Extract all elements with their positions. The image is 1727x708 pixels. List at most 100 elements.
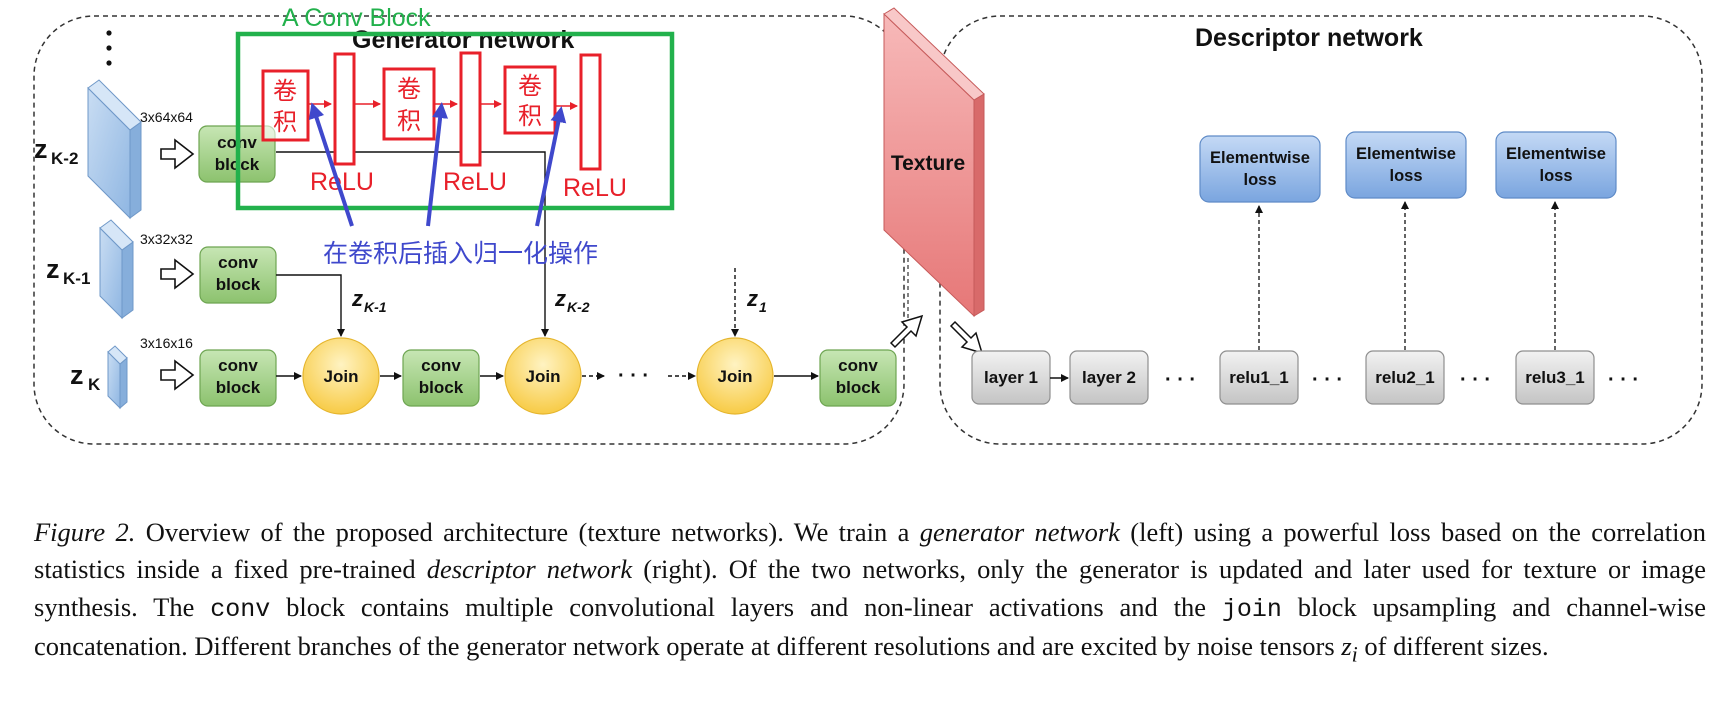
svg-text:z: z	[746, 286, 758, 311]
svg-text:卷: 卷	[518, 73, 542, 100]
svg-text:积: 积	[273, 109, 297, 136]
input-arrow-k	[160, 359, 195, 391]
architecture-diagram: Generator network Descriptor network z K…	[33, 4, 1703, 445]
svg-text:relu3_1: relu3_1	[1525, 368, 1585, 387]
annotation-conv-block-title: A Conv Block	[282, 4, 431, 32]
svg-text:Texture: Texture	[891, 152, 965, 175]
input-arrow-k-1	[160, 258, 195, 290]
skip-label-k-2: z K-2	[554, 286, 590, 315]
descriptor-title: Descriptor network	[1195, 24, 1423, 52]
conv-block-k: conv block	[199, 349, 277, 407]
svg-text:K-2: K-2	[567, 299, 590, 315]
svg-text:relu1_1: relu1_1	[1229, 368, 1289, 387]
annotation-conv-layer-3: 卷 积	[503, 65, 557, 135]
svg-text:z: z	[34, 134, 48, 164]
skip-label-z1: z 1	[746, 286, 767, 315]
texture-slab: Texture	[883, 7, 985, 318]
descriptor-ellipsis-2: · · ·	[1312, 369, 1343, 391]
svg-text:Join: Join	[718, 367, 753, 386]
size-label-64: 3x64x64	[140, 109, 193, 125]
svg-text:relu2_1: relu2_1	[1375, 368, 1435, 387]
svg-text:conv: conv	[421, 356, 461, 375]
join-node-3: Join	[696, 337, 774, 415]
input-arrow-k-2	[160, 138, 195, 170]
svg-text:z: z	[554, 286, 566, 311]
loss-box-1: Elementwise loss	[1199, 135, 1321, 203]
svg-text:conv: conv	[218, 253, 258, 272]
svg-text:conv: conv	[838, 356, 878, 375]
svg-text:卷: 卷	[273, 78, 297, 105]
layer-box-relu1: relu1_1	[1219, 350, 1299, 405]
noise-label-k-2: z K-2	[34, 134, 78, 168]
svg-text:z: z	[70, 360, 84, 390]
figure-caption: Figure 2. Overview of the proposed archi…	[34, 516, 1706, 667]
annotation-relu-bars	[333, 51, 602, 171]
generator-frame	[33, 15, 905, 445]
svg-text:Elementwise: Elementwise	[1506, 145, 1606, 163]
size-label-16: 3x16x16	[140, 335, 193, 351]
svg-text:Join: Join	[324, 367, 359, 386]
noise-label-k: z K	[70, 360, 101, 394]
generator-title: Generator network	[352, 26, 574, 54]
more-inputs-dots	[106, 30, 112, 66]
layer-box-1: layer 1	[971, 350, 1051, 405]
svg-text:block: block	[216, 275, 261, 294]
annotation-pointer-1	[308, 102, 354, 227]
annotation-pointer-3	[535, 106, 567, 227]
svg-text:Join: Join	[526, 367, 561, 386]
texture-arrow-to-descriptor	[949, 320, 984, 355]
conv-block-k-1: conv block	[199, 246, 277, 304]
svg-text:loss: loss	[1389, 167, 1422, 185]
svg-text:Elementwise: Elementwise	[1356, 145, 1456, 163]
annotation-relu-label-3: ReLU	[563, 174, 627, 202]
annotation-conv-layer-1: 卷 积	[261, 69, 310, 142]
layer-box-relu2: relu2_1	[1365, 350, 1445, 405]
layer-box-2: layer 2	[1069, 350, 1149, 405]
svg-text:loss: loss	[1539, 167, 1572, 185]
noise-tensor-k	[107, 345, 128, 410]
noise-tensor-k-1	[99, 219, 134, 320]
svg-text:block: block	[216, 378, 261, 397]
conv-block-mid: conv block	[402, 349, 480, 407]
skip-label-k-1: z K-1	[351, 286, 387, 315]
descriptor-ellipsis-4: · · ·	[1608, 369, 1639, 391]
svg-text:K-2: K-2	[51, 149, 78, 168]
join-node-1: Join	[302, 337, 380, 415]
noise-tensor-k-2	[87, 79, 142, 220]
edge-conv-k-1-to-join1	[276, 274, 345, 337]
figure-label: Figure 2.	[34, 516, 136, 547]
svg-text:layer 2: layer 2	[1082, 368, 1136, 387]
svg-text:1: 1	[759, 299, 767, 315]
descriptor-ellipsis-1: · · ·	[1165, 369, 1196, 391]
descriptor-ellipsis-3: · · ·	[1460, 369, 1491, 391]
join-node-2: Join	[504, 337, 582, 415]
svg-text:卷: 卷	[397, 76, 421, 103]
size-label-32: 3x32x32	[140, 231, 193, 247]
loss-box-3: Elementwise loss	[1495, 131, 1617, 199]
annotation-conv-layer-2: 卷 积	[382, 67, 436, 141]
edge-conv-k-2-to-join2	[276, 151, 549, 337]
svg-text:K: K	[88, 375, 101, 394]
svg-text:K-1: K-1	[63, 269, 90, 288]
svg-text:block: block	[419, 378, 464, 397]
svg-text:layer 1: layer 1	[984, 368, 1038, 387]
annotation-conv-block-frame	[235, 31, 675, 211]
svg-text:block: block	[836, 378, 881, 397]
svg-text:z: z	[351, 286, 363, 311]
svg-text:Elementwise: Elementwise	[1210, 149, 1310, 167]
loss-box-2: Elementwise loss	[1345, 131, 1467, 199]
svg-text:z: z	[46, 254, 60, 284]
svg-text:积: 积	[518, 103, 542, 130]
annotation-note: 在卷积后插入归一化操作	[323, 240, 598, 268]
layer-box-relu3: relu3_1	[1515, 350, 1595, 405]
svg-text:积: 积	[397, 108, 421, 135]
svg-text:conv: conv	[218, 356, 258, 375]
output-arrow-to-texture	[889, 314, 924, 349]
annotation-pointer-2	[426, 102, 449, 227]
svg-text:K-1: K-1	[364, 299, 387, 315]
conv-block-out: conv block	[819, 349, 897, 407]
noise-label-k-1: z K-1	[46, 254, 90, 288]
generator-ellipsis: · · ·	[618, 365, 649, 387]
svg-text:loss: loss	[1243, 171, 1276, 189]
annotation-relu-label-2: ReLU	[443, 168, 507, 196]
